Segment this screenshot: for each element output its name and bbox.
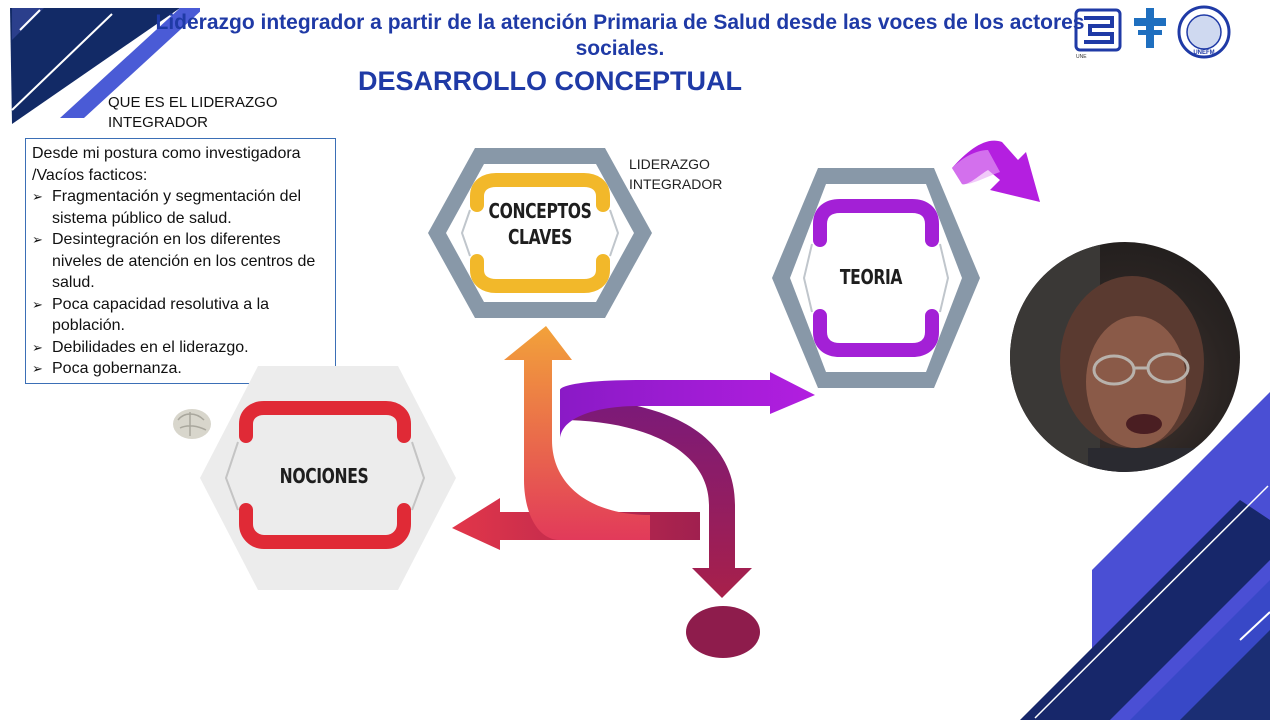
hexagon-label-conceptos: CONCEPTOS CLAVES — [485, 198, 594, 250]
logo1-text: UNE — [1076, 54, 1087, 60]
hexagon-label-line1: CONCEPTOS — [488, 199, 592, 223]
orange-arrow-up — [504, 326, 650, 540]
institution-logos: UNE UNEFM — [1072, 4, 1242, 60]
list-item: Desintegración en los diferentes niveles… — [32, 229, 331, 294]
list-item: Poca capacidad resolutiva a la población… — [32, 294, 331, 337]
hexagon-label-teoria: TEORIA — [839, 265, 903, 289]
list-item: Poca gobernanza. — [32, 358, 331, 380]
hexagon-label-line2: CLAVES — [507, 225, 573, 249]
purple-arrow-right — [560, 372, 815, 440]
gaps-list: Fragmentación y segmentación del sistema… — [32, 186, 331, 380]
corner-decoration-top-left — [10, 8, 200, 124]
unefm-seal-icon: UNEFM — [1177, 5, 1231, 59]
brain-icon — [173, 409, 211, 439]
hexagon-teoria — [772, 168, 980, 388]
question-label: QUE ES EL LIDERAZGO INTEGRADOR — [108, 94, 278, 131]
list-item: Debilidades en el liderazgo. — [32, 337, 331, 359]
presenter-avatar-icon — [1010, 242, 1204, 472]
hexagon-label-nociones: NOCIONES — [279, 464, 369, 488]
logo2-text: UNEFM — [1193, 50, 1214, 56]
textbox-intro: Desde mi postura como investigadora /Vac… — [32, 145, 301, 184]
hexagon-nociones — [200, 366, 456, 590]
presenter-webcam — [1010, 242, 1240, 472]
side-label: LIDERAZGO INTEGRADOR — [629, 156, 723, 192]
medical-cross-logo-icon — [1134, 8, 1166, 48]
end-dot — [686, 606, 760, 658]
list-item: Fragmentación y segmentación del sistema… — [32, 186, 331, 229]
slide-subtitle: DESARROLLO CONCEPTUAL — [358, 66, 742, 96]
une-logo-icon: UNE — [1074, 8, 1122, 60]
factual-gaps-textbox: Desde mi postura como investigadora /Vac… — [25, 138, 336, 384]
curl-arrow-down — [560, 398, 752, 598]
purple-curved-arrow-icon — [952, 140, 1040, 202]
hexagon-conceptos-claves — [428, 148, 652, 318]
slide-title: Liderazgo integrador a partir de la aten… — [155, 11, 1085, 60]
